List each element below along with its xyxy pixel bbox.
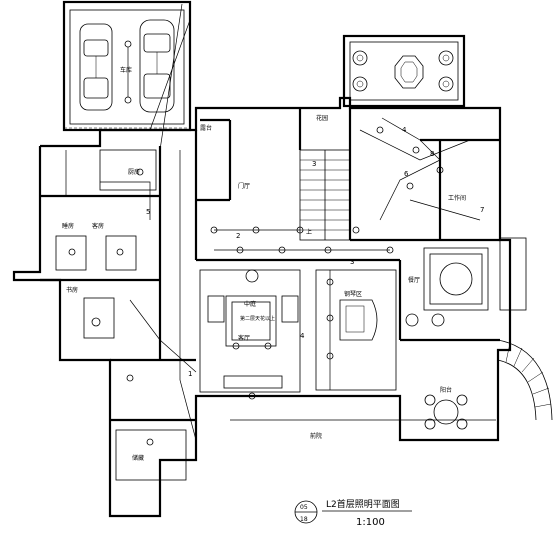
piano-room: 钢琴区 <box>315 269 397 391</box>
ceiling-light-icon <box>146 438 154 446</box>
circuit-number: 5 <box>146 208 150 216</box>
ceiling-light-icon <box>91 317 101 327</box>
car-icon <box>139 19 175 113</box>
storage-label: 储藏 <box>132 454 144 462</box>
ceiling-light-icon <box>278 246 286 254</box>
ceiling-light-icon <box>436 166 444 174</box>
ceiling-light-icon <box>116 248 124 256</box>
kitchen-label: 厨房 <box>128 168 140 176</box>
ceiling-light-icon <box>126 374 134 382</box>
study-label: 工作间 <box>448 194 466 202</box>
tree-icon <box>438 50 454 66</box>
circuit-number: 4 <box>402 126 407 134</box>
service-rooms: 厨房 储藏 门厅 工作间 前院 露台 花园 <box>99 114 466 481</box>
drawing-scale: 1:100 <box>356 517 385 528</box>
lighting-circuits <box>65 3 496 441</box>
ceiling-light-icon <box>68 248 76 256</box>
ceiling-light-icon <box>352 226 360 234</box>
terrace-label: 阳台 <box>440 386 452 394</box>
lobby-label: 门厅 <box>238 182 250 190</box>
ceiling-light-icon <box>236 246 244 254</box>
tree-icon <box>438 76 454 92</box>
ceiling-light-icon <box>326 352 334 360</box>
ceiling-light-icon <box>326 314 334 322</box>
interior-walls <box>40 108 500 422</box>
hall-note-label: 第二层天花以上 <box>240 315 275 322</box>
sheet-number-bottom: 18 <box>300 516 308 523</box>
ceiling-light-icon <box>296 226 304 234</box>
circuit-number: 8 <box>430 150 434 158</box>
garage-area: 车库 <box>62 0 192 132</box>
reading-label: 书房 <box>66 286 78 294</box>
ceiling-light-icon <box>324 246 332 254</box>
front-label: 前院 <box>310 432 322 440</box>
circuit-number: 4 <box>300 332 305 340</box>
ceiling-light-icon <box>412 146 420 154</box>
bedroom-label: 睡房 <box>62 222 74 230</box>
title-block: 05 18 L2首层照明平面图 1:100 <box>294 498 412 528</box>
ceiling-light-icon <box>252 226 260 234</box>
tree-icon <box>352 76 368 92</box>
living-label: 客厅 <box>238 334 250 342</box>
dining-area: 餐厅 <box>405 247 489 327</box>
circuit-number: 3 <box>350 258 354 266</box>
dining-label: 餐厅 <box>408 276 420 284</box>
stair-label: 上 <box>306 228 312 236</box>
staircase: 上 <box>299 149 351 241</box>
ceiling-light-icon <box>232 342 240 350</box>
bedroom-left: 睡房 客房 书房 <box>55 222 137 339</box>
circuit-number: 2 <box>236 232 240 240</box>
circuit-labels: 3 4 1 5 2 6 8 7 3 4 <box>146 126 484 378</box>
outer-walls <box>12 34 512 518</box>
garage-label: 车库 <box>120 66 132 74</box>
ceiling-light-icon <box>326 278 334 286</box>
circuit-number: 1 <box>188 370 192 378</box>
sheet-number-top: 05 <box>300 504 308 511</box>
light-fixtures <box>68 126 444 446</box>
garden-label: 花园 <box>316 114 328 122</box>
car-icon <box>79 23 113 111</box>
ceiling-light-icon <box>136 168 144 176</box>
terrace-area: 阳台 <box>424 386 468 430</box>
ceiling-light-icon <box>264 342 272 350</box>
ceiling-light-icon <box>210 226 218 234</box>
gazebo-icon <box>394 55 424 89</box>
curved-stair <box>497 237 553 421</box>
tree-icon <box>352 50 368 66</box>
circuit-number: 3 <box>312 160 316 168</box>
ceiling-light-icon <box>406 182 414 190</box>
ceiling-light-icon <box>376 126 384 134</box>
garden-area <box>352 50 454 92</box>
circuit-number: 7 <box>480 206 484 214</box>
drawing-title: L2首层照明平面图 <box>326 498 400 510</box>
bedroom2-label: 客房 <box>92 222 104 230</box>
living-room: 第二层天花以上 中庭 客厅 <box>199 269 301 393</box>
balcony-label: 露台 <box>200 124 212 132</box>
piano-label: 钢琴区 <box>344 290 362 298</box>
hall-label: 中庭 <box>244 300 256 308</box>
ceiling-light-icon <box>386 246 394 254</box>
circuit-number: 6 <box>404 170 409 178</box>
ceiling-light-icon <box>248 392 256 400</box>
